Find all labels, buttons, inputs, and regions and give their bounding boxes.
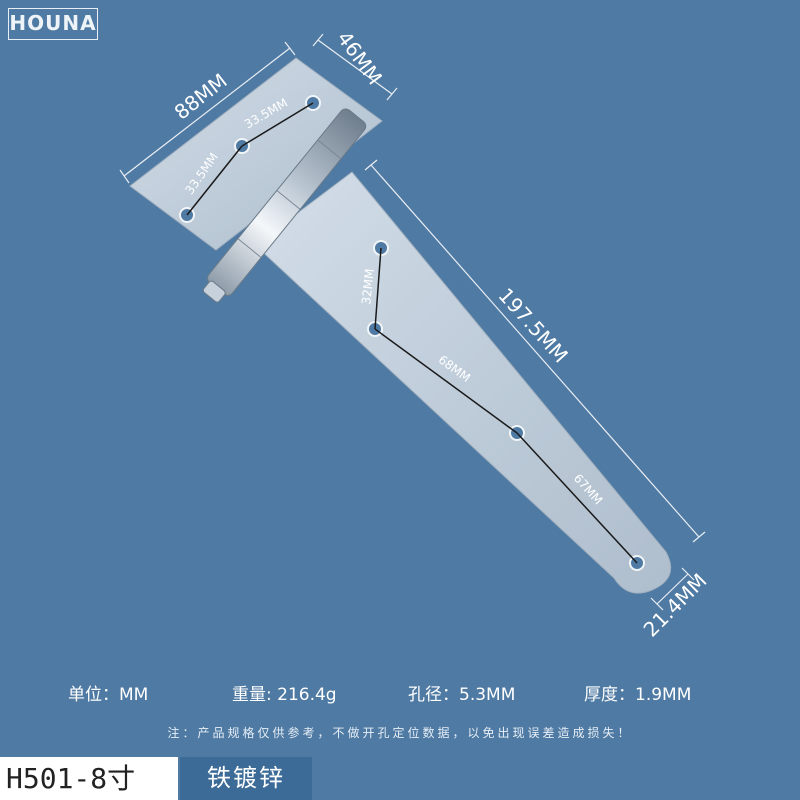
spec-row: 单位：MM 重量: 216.4g 孔径：5.3MM 厚度：1.9MM: [0, 676, 800, 706]
spec-hole-diameter: 孔径：5.3MM: [408, 685, 516, 705]
label-strap-hole-spacing-1: 32MM: [359, 268, 377, 305]
label-leaf-height: 46MM: [332, 27, 387, 90]
product-model-badge: H501-8寸: [0, 757, 178, 800]
disclaimer-note: 注：产品规格仅供参考，不做开孔定位数据，以免出现误差造成损失！: [167, 726, 633, 740]
hinge-knuckle: [202, 108, 367, 303]
hole-spacing-lines: [186, 102, 638, 564]
product-finish-badge: 铁镀锌: [180, 757, 312, 800]
brand-logo: HOUNA: [8, 8, 98, 40]
dimension-lines: [119, 33, 706, 611]
spec-weight: 重量: 216.4g: [232, 685, 337, 705]
spec-unit: 单位：MM: [68, 685, 149, 705]
label-strap-length: 197.5MM: [494, 283, 573, 367]
spec-thickness: 厚度：1.9MM: [584, 685, 692, 705]
